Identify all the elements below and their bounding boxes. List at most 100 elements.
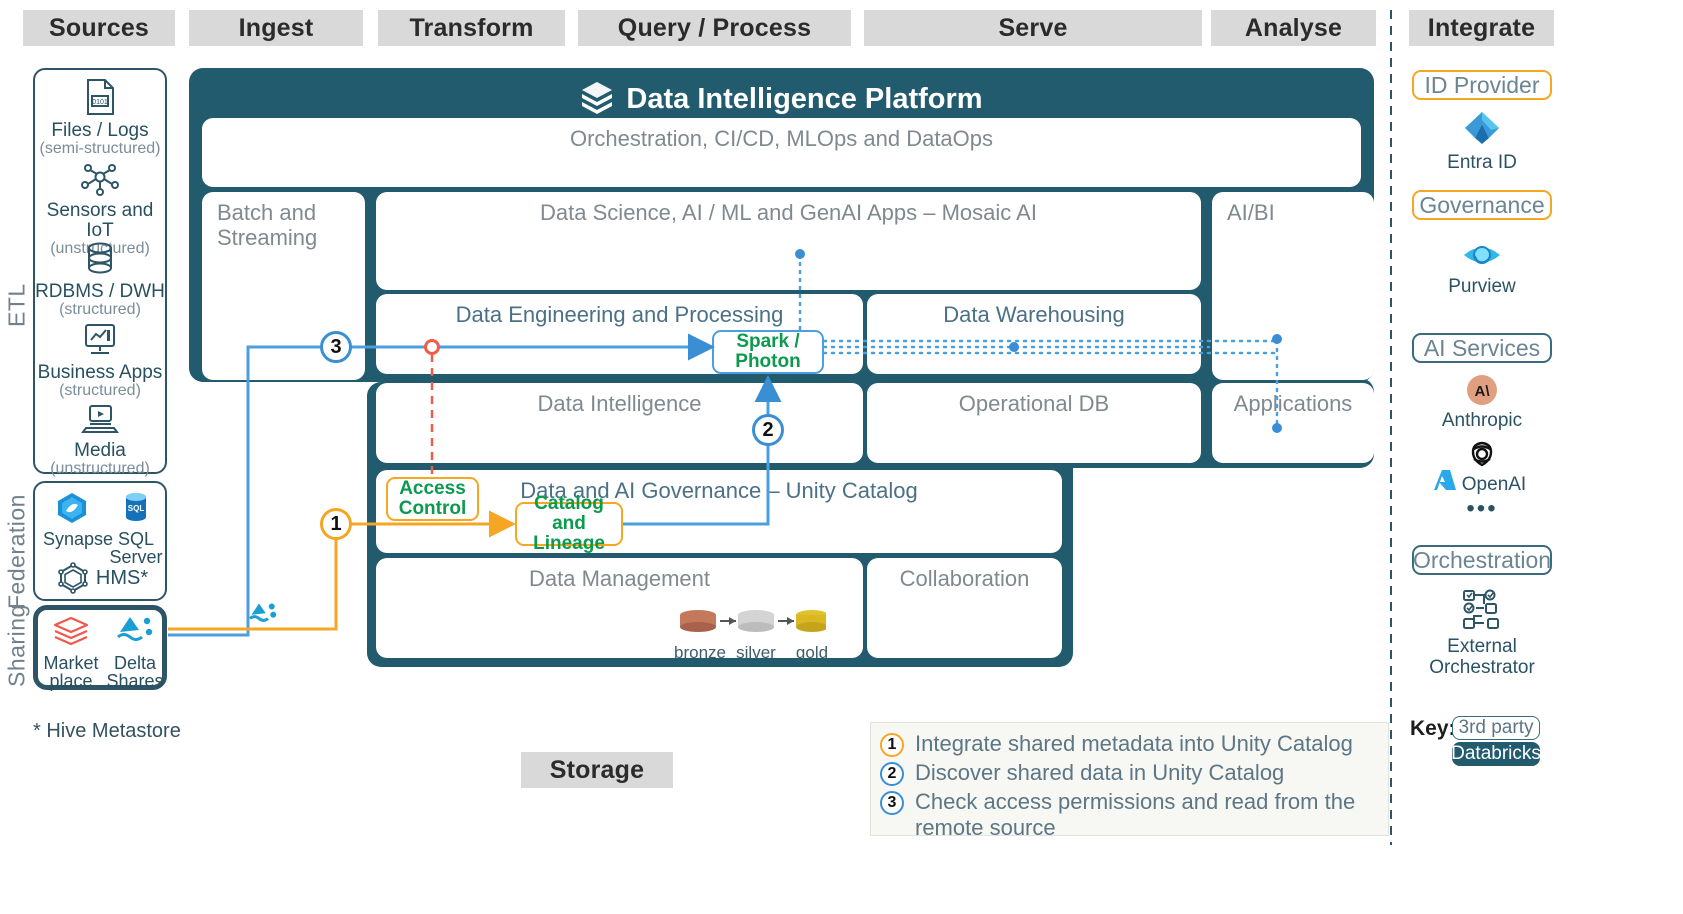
integrate-item-purview[interactable]: Purview (1412, 238, 1552, 298)
source-sublabel: (semi-structured) (39, 139, 161, 157)
platform-box-data-intelligence: Data Intelligence (376, 383, 863, 463)
legend-text: Check access permissions and read from t… (915, 789, 1356, 840)
sensors-iot-icon (81, 164, 119, 196)
source-business-apps: Business Apps (structured) (35, 322, 165, 400)
source-label: Media (74, 440, 126, 461)
storage-label: Storage (521, 752, 673, 788)
column-header-sources: Sources (23, 10, 175, 46)
source-sensors-iot: Sensors and IoT (unstructured) (35, 160, 165, 258)
legend-text: Discover shared data in Unity Catalog (915, 760, 1285, 785)
source-hms: HMS* (35, 561, 169, 595)
entra-id-icon (1465, 112, 1499, 144)
file-logs-icon: 0101 (87, 79, 114, 115)
sources-etl-card: 0101 Files / Logs (semi-structured) (33, 68, 167, 477)
column-header-analyse: Analyse (1211, 10, 1376, 46)
marketplace-icon (53, 616, 89, 646)
delta-share-mini-icon (249, 603, 277, 622)
external-orchestrator-icon (1463, 589, 1499, 629)
platform-box-orchestration: Orchestration, CI/CD, MLOps and DataOps (202, 118, 1361, 187)
integrate-item-label: Entra ID (1447, 152, 1517, 173)
column-header-serve: Serve (864, 10, 1202, 46)
source-label: Sensors and IoT (46, 200, 154, 241)
purview-icon (1464, 246, 1500, 264)
medallion-architecture: bronze silver gold (674, 605, 828, 662)
source-media: Media (unstructured) (35, 402, 165, 478)
platform-box-data-science-ai-ml: Data Science, AI / ML and GenAI Apps – M… (376, 192, 1201, 290)
integrate-item-openai[interactable]: OpenAI (1412, 438, 1552, 496)
platform-box-collaboration: Collaboration (867, 558, 1062, 658)
svg-text:SQL: SQL (128, 504, 145, 513)
platform-title: Data Intelligence Platform (189, 80, 1374, 118)
business-apps-icon (85, 324, 115, 354)
source-sublabel: (structured) (59, 300, 141, 318)
rail-label-sharing: Sharing (3, 604, 30, 688)
integrate-item-label: OpenAI (1461, 474, 1527, 495)
source-files-logs: 0101 Files / Logs (semi-structured) (35, 78, 165, 158)
silver-cylinder-icon (738, 610, 774, 632)
anthropic-icon: A\ (1467, 375, 1497, 405)
source-label: RDBMS / DWH (35, 281, 165, 302)
integrate-item-label: Anthropic (1441, 410, 1523, 431)
legend-marker-2: 2 (880, 762, 904, 786)
legend-marker-3: 3 (880, 791, 904, 815)
platform-box-ai-bi: AI/BI (1212, 192, 1374, 380)
flow-marker-1[interactable]: 1 (320, 508, 352, 540)
integrate-item-more: ••• (1412, 495, 1552, 523)
sql-server-icon: SQL (126, 493, 146, 521)
medallion-icons (680, 610, 828, 632)
legend-item-2: 2 Discover shared data in Unity Catalog (880, 760, 1380, 786)
flow-marker-number: 2 (762, 418, 774, 441)
openai-icon (1471, 441, 1493, 467)
source-label: Synapse (43, 529, 114, 549)
platform-title-text: Data Intelligence Platform (626, 82, 983, 115)
delta-shares-icon (117, 617, 153, 641)
flow-marker-number: 1 (330, 512, 342, 535)
column-header-ingest: Ingest (189, 10, 363, 46)
ellipsis-icon: ••• (1466, 495, 1498, 522)
column-header-integrate: Integrate (1409, 10, 1554, 46)
azure-icon (1434, 468, 1456, 497)
box-label: Batch and (217, 200, 317, 225)
source-rdbms-dwh: RDBMS / DWH (structured) (35, 241, 165, 319)
legend-text: Integrate shared metadata into Unity Cat… (915, 731, 1353, 756)
source-label: HMS* (95, 566, 149, 589)
platform-box-operational-db: Operational DB (867, 383, 1201, 463)
medallion-label-gold: gold (795, 643, 829, 662)
platform-box-applications: Applications (1212, 383, 1374, 463)
integrate-heading-governance: Governance (1412, 190, 1552, 220)
legend-marker-1: 1 (880, 733, 904, 757)
source-label: Files / Logs (51, 120, 149, 141)
tag-spark-photon[interactable]: Spark /Photon (712, 330, 824, 374)
gold-cylinder-icon (796, 610, 828, 632)
key-tag-databricks: Databricks (1451, 742, 1541, 766)
integrate-item-entra-id[interactable]: Entra ID (1412, 108, 1552, 174)
source-sublabel: (structured) (59, 381, 141, 399)
tag-label: Spark /Photon (735, 330, 801, 372)
medallion-label-silver: silver (736, 643, 776, 662)
synapse-icon (58, 493, 86, 523)
bronze-cylinder-icon (680, 610, 716, 632)
column-header-query-process: Query / Process (578, 10, 851, 46)
flow-marker-2[interactable]: 2 (752, 414, 784, 446)
svg-text:0101: 0101 (92, 99, 108, 106)
integrate-item-anthropic[interactable]: A\ Anthropic (1412, 374, 1552, 432)
source-sublabel: (unstructured) (50, 459, 150, 477)
flow-marker-3[interactable]: 3 (320, 331, 352, 363)
media-icon (81, 405, 119, 433)
legend-box (870, 722, 1389, 836)
rail-label-etl: ETL (3, 283, 30, 327)
key-tag-3rd-party: 3rd party (1452, 716, 1540, 740)
integrate-item-label: Purview (1448, 276, 1516, 297)
flow-marker-number: 3 (330, 335, 342, 358)
